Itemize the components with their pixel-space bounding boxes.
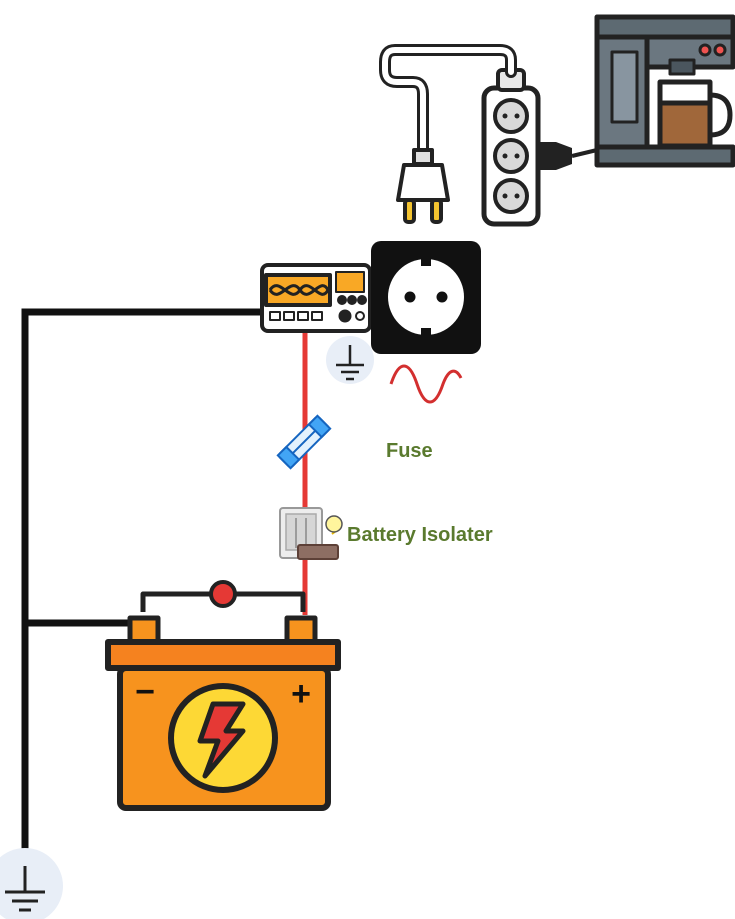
battery-positive-symbol: + <box>291 675 311 713</box>
battery-negative-symbol: − <box>135 673 155 711</box>
fuse-icon <box>276 414 332 470</box>
ground-wire <box>21 308 266 872</box>
ground-symbol-icon <box>0 848 63 919</box>
wall-socket-icon <box>371 241 481 354</box>
battery-isolator-switch-icon <box>279 507 343 560</box>
coffee-machine-icon <box>594 14 735 168</box>
power-plug-icon <box>396 148 450 224</box>
fuse-label: Fuse <box>386 440 433 462</box>
inverter-icon <box>260 263 372 333</box>
power-strip-icon <box>379 44 598 227</box>
ac-sine-wave-icon <box>389 364 463 404</box>
car-battery-icon <box>105 580 341 811</box>
battery-isolator-label: Battery Isolater <box>347 524 493 546</box>
ground-symbol-icon <box>326 336 374 384</box>
